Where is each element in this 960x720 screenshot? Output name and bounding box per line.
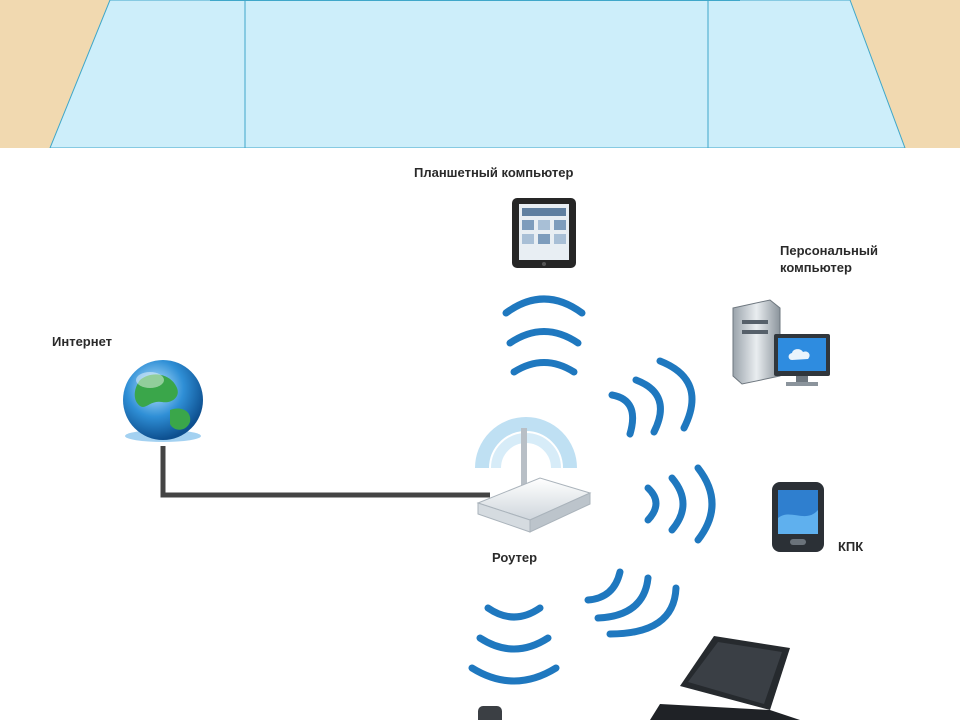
tablet-label: Планшетный компьютер xyxy=(414,165,574,180)
router-icon xyxy=(476,428,592,533)
phone-icon xyxy=(478,706,502,720)
network-diagram-graphic xyxy=(123,198,830,720)
wifi-waves-down xyxy=(468,604,560,685)
internet-label: Интернет xyxy=(52,334,113,349)
laptop-icon xyxy=(650,636,800,720)
wifi-waves-right xyxy=(644,464,716,544)
tablet-icon xyxy=(512,198,576,268)
router-label: Роутер xyxy=(492,550,538,565)
wifi-waves-lower-right xyxy=(584,568,680,638)
banner-panel-graphic xyxy=(49,0,906,148)
top-banner xyxy=(0,0,960,148)
desktop-computer-icon xyxy=(732,299,830,386)
internet-cable xyxy=(160,446,490,498)
wifi-waves-up xyxy=(502,295,586,376)
network-diagram: Планшетный компьютер Персональный компью… xyxy=(0,148,960,720)
pda-label: КПК xyxy=(838,539,864,554)
wifi-waves-upper-right xyxy=(608,357,696,438)
pc-label: Персональный компьютер xyxy=(780,243,878,275)
globe-icon xyxy=(123,360,203,442)
pda-icon xyxy=(772,482,824,552)
banner-panel xyxy=(49,0,906,148)
